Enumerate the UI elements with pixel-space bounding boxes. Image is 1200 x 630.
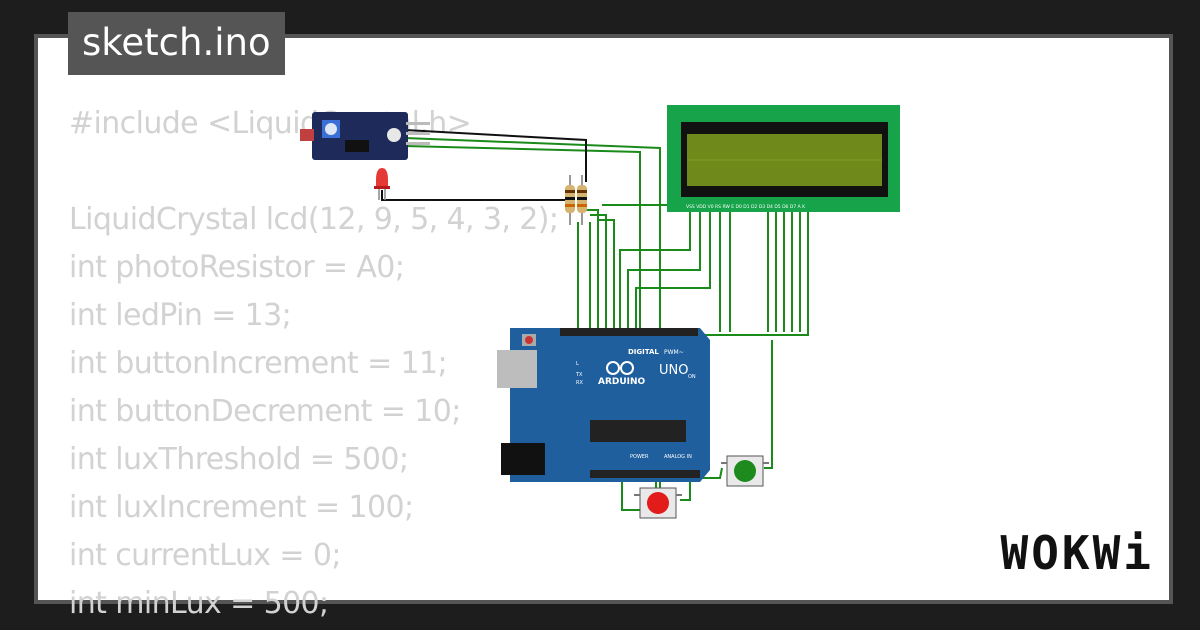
l-led-label: L (576, 361, 579, 367)
wire-q (621, 476, 640, 511)
lcd-pin-labels: VSS VDD V0 RS RW E D0 D1 D2 D3 D4 D5 D6 … (686, 204, 806, 210)
wire-e (619, 210, 691, 330)
on-label: ON (688, 374, 696, 380)
wire-black-1 (404, 129, 587, 182)
photoresistor-module[interactable] (300, 112, 430, 160)
lcd-display[interactable]: VSS VDD V0 RS RW E D0 D1 D2 D3 D4 D5 D6 … (667, 105, 900, 212)
usb-port (497, 350, 537, 388)
code-line: int minLux = 500; (69, 586, 329, 621)
preview-card (34, 34, 1173, 604)
code-line: int photoResistor = A0; (69, 250, 405, 285)
code-line: int currentLux = 0; (69, 538, 341, 573)
digital-label: DIGITAL (628, 348, 659, 356)
power-label: POWER (630, 454, 649, 460)
board-model: UNO (659, 363, 688, 378)
code-editor: #include <LiquidCrystal.h>LiquidCrystal … (69, 100, 559, 628)
green-pushbutton[interactable] (721, 455, 769, 487)
tx-label: TX (575, 372, 583, 378)
dark-wires (381, 129, 587, 201)
wire-btn-green (764, 340, 773, 469)
code-line: int luxIncrement = 100; (69, 490, 414, 525)
wire-a (578, 209, 599, 330)
wire-f (627, 210, 701, 330)
wokwi-logo: WOKWi (1000, 526, 1154, 580)
rx-label: RX (576, 380, 583, 386)
wire-o (700, 210, 809, 336)
analog-label: ANALOG IN (664, 454, 692, 460)
arduino-uno-board[interactable]: DIGITAL PWM~ ARDUINO UNO L TX RX ON POWE… (497, 328, 710, 482)
power-analog-header (590, 470, 700, 478)
wire-c (598, 219, 615, 330)
ldr-icon (300, 129, 314, 141)
resistors[interactable] (565, 175, 587, 225)
code-line: int luxThreshold = 500; (69, 442, 409, 477)
file-tab-title[interactable]: sketch.ino (68, 12, 285, 75)
code-line: LiquidCrystal lcd(12, 9, 5, 4, 3, 2); (69, 202, 559, 237)
pwm-label: PWM~ (664, 349, 684, 356)
code-line: int buttonIncrement = 11; (69, 346, 448, 381)
code-line: int ledPin = 13; (69, 298, 292, 333)
arduino-brand: ARDUINO (598, 377, 646, 387)
led-icon[interactable] (374, 168, 390, 200)
microcontroller-chip (590, 420, 686, 442)
power-jack (501, 443, 545, 475)
wire-b (590, 214, 607, 330)
red-pushbutton[interactable] (634, 487, 682, 519)
arduino-infinity-icon (606, 361, 620, 375)
digital-header (560, 328, 698, 336)
wire-g (635, 210, 711, 330)
wire-black-2 (381, 190, 566, 201)
code-line: int buttonDecrement = 10; (69, 394, 461, 429)
